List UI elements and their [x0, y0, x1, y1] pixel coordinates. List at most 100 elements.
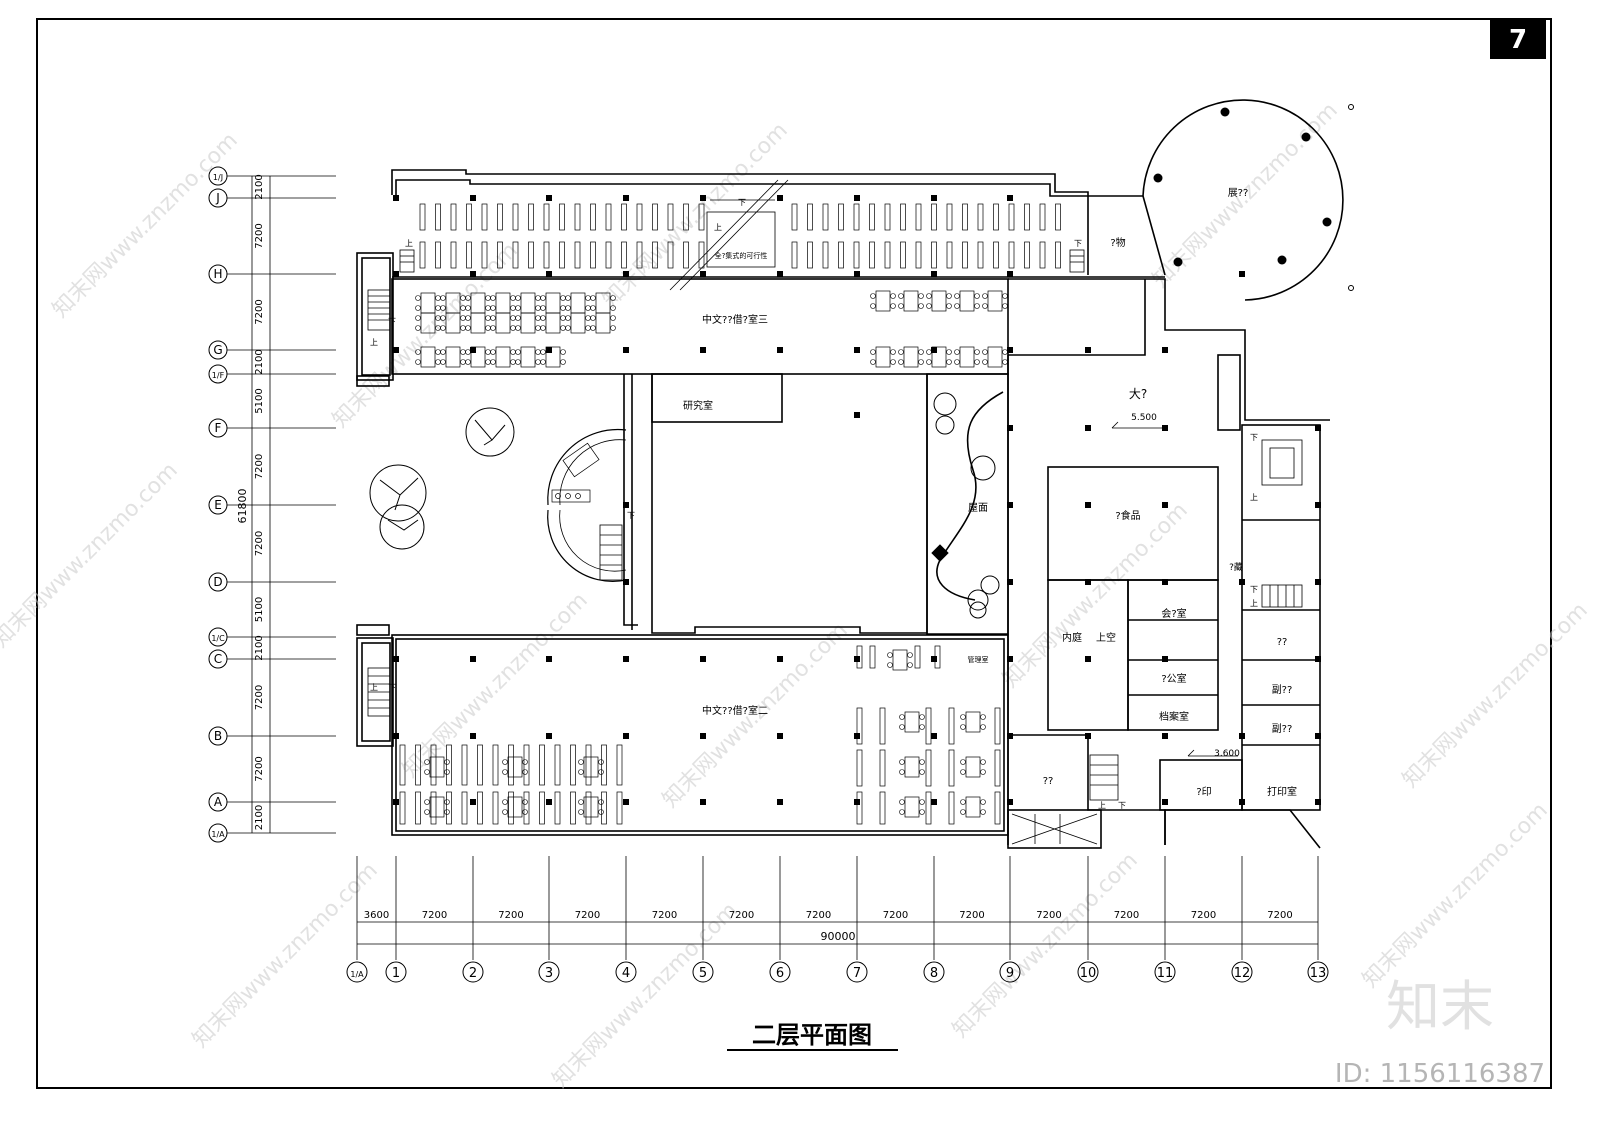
row-dimension: 7200 [254, 299, 265, 324]
drawing-title: 二层平面图 [752, 1021, 872, 1049]
column-dimension: 7200 [1267, 910, 1292, 921]
stair-west-south [367, 667, 391, 717]
svg-text:下: 下 [627, 511, 635, 520]
svg-text:上: 上 [1250, 599, 1258, 608]
svg-text:下: 下 [1074, 239, 1082, 248]
watermark-layer: 知末网www.znzmo.com知末网www.znzmo.com知末网www.z… [0, 98, 1593, 1093]
svg-text:上: 上 [405, 239, 413, 248]
column-dimension: 7200 [959, 910, 984, 921]
column-axis-label: 6 [776, 966, 784, 981]
column-axis-label: 3 [545, 966, 553, 981]
sheet-number-box [1490, 19, 1546, 59]
column-axis-bubble [538, 961, 560, 983]
plant-icon [931, 544, 949, 562]
sheet-number: 7 [1509, 25, 1527, 55]
column-axis-label: 7 [853, 966, 861, 981]
row-axis-label: E [214, 498, 222, 512]
room-label-roof: 屋面 [968, 502, 988, 514]
svg-text:知末网www.znzmo.com: 知末网www.znzmo.com [188, 858, 383, 1053]
column-dimension: 3600 [364, 910, 389, 921]
entrance-canopy [1011, 813, 1098, 845]
stairs [367, 179, 1303, 801]
row-axis-label: D [213, 575, 222, 589]
row-axis-label: 1/A [211, 830, 225, 839]
room-label-reading-3: 中文??借?室三 [702, 313, 768, 326]
room-label-d: ?? [1043, 776, 1054, 787]
svg-text:上: 上 [1250, 493, 1258, 502]
svg-text:下: 下 [388, 683, 396, 692]
column-axis-label: 5 [699, 966, 707, 981]
row-axis-label: 1/F [212, 371, 225, 380]
svg-text:下: 下 [388, 317, 396, 326]
level-3600: 3.600 [1214, 749, 1240, 759]
column-axis-bubble [462, 961, 484, 983]
landscape [369, 392, 1000, 619]
svg-text:知末网www.znzmo.com: 知末网www.znzmo.com [0, 458, 183, 653]
marker-icon [1348, 104, 1354, 110]
svg-text:知末网www.znzmo.com: 知末网www.znzmo.com [948, 848, 1143, 1043]
svg-text:知末网www.znzmo.com: 知末网www.znzmo.com [998, 498, 1193, 693]
column-axis-bubble [999, 961, 1021, 983]
shrub-icon [970, 455, 996, 481]
room-label-food: ?食品 [1115, 509, 1140, 522]
room-label-reading-2: 中文??借?室二 [702, 704, 768, 717]
row-axis-label: H [213, 267, 222, 281]
room-label-hidden: ?藏 [1229, 561, 1243, 573]
row-dimension: 2100 [254, 349, 265, 374]
logo-watermark: 知末 [1386, 975, 1494, 1038]
total-height-dim: 61800 [236, 489, 249, 524]
room-label-exhibition: 展?? [1228, 187, 1249, 199]
room-labels: 中文??借?室三 中文??借?室二 研究室 展?? ?物 大? 5.500 ?食… [683, 187, 1297, 798]
room-label-meeting: 会?室 [1161, 607, 1186, 620]
row-axis-label: 1/C [211, 634, 225, 643]
row-axis-label: A [214, 795, 223, 809]
stair-north-small-e [1069, 249, 1085, 273]
column-axis-label: 10 [1080, 966, 1097, 981]
stair-west-north [367, 289, 391, 331]
svg-text:知末网www.znzmo.com: 知末网www.znzmo.com [548, 898, 743, 1093]
column-axis-bubble [769, 961, 791, 983]
column-axis-bubble [1231, 961, 1253, 983]
level-marker [1111, 421, 1162, 429]
column-axis-bubble [846, 961, 868, 983]
tree-icon [465, 407, 515, 457]
svg-text:上: 上 [370, 683, 378, 692]
column-dimension: 7200 [1114, 910, 1139, 921]
svg-text:知末网www.znzmo.com: 知末网www.znzmo.com [398, 588, 593, 783]
south-reading-tables [424, 649, 986, 818]
marker-icon [1348, 285, 1354, 291]
rotunda-columns [1153, 107, 1332, 267]
column-axis-bubble [1307, 961, 1329, 983]
svg-text:下: 下 [1118, 801, 1126, 810]
column-dimension: 7200 [806, 910, 831, 921]
north-reading-tables [415, 290, 1008, 368]
spiral-desks [551, 442, 600, 503]
room-label-print-room: 打印室 [1267, 785, 1297, 798]
id-watermark: ID: 1156116387 [1335, 1059, 1545, 1089]
column-dimension: 7200 [498, 910, 523, 921]
shrub-icon [969, 601, 987, 619]
column-dimension: 7200 [652, 910, 677, 921]
column-axis-bubble [692, 961, 714, 983]
tree-icon [379, 504, 425, 550]
row-axis-label: 1/J [213, 173, 223, 182]
row-axis-label: J [215, 191, 220, 205]
column-dimension: 7200 [1191, 910, 1216, 921]
stair-east-top [1261, 439, 1303, 486]
column-axis-bubble [385, 961, 407, 983]
row-axis-label: G [213, 343, 222, 357]
room-label-office: ?公室 [1161, 672, 1186, 685]
svg-text:上: 上 [370, 338, 378, 347]
room-label-archive: 档案室 [1159, 710, 1189, 723]
sheet-border [36, 18, 1552, 1089]
column-dimension: 7200 [422, 910, 447, 921]
svg-text:下: 下 [1250, 585, 1258, 594]
shrub-icon [980, 575, 1000, 595]
svg-text:上: 上 [1098, 801, 1106, 810]
column-axis-bubble [615, 961, 637, 983]
column-axis-label: 13 [1310, 966, 1327, 981]
row-dimension: 2100 [254, 805, 265, 830]
tree-icon [369, 464, 427, 522]
